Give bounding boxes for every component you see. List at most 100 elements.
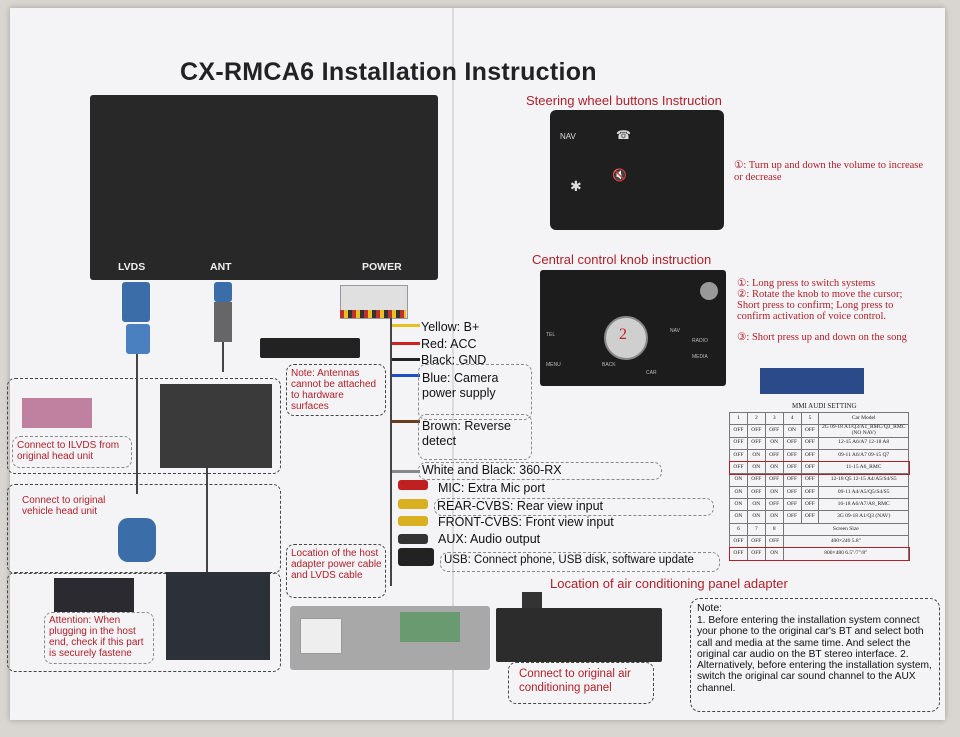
- front-cvbs-plug: [398, 516, 428, 526]
- mmi-cell: 16-18 A6/A7/A8_RMC: [818, 498, 909, 512]
- mmi-cell: OFF: [800, 461, 820, 475]
- mmi-cell: OFF: [782, 510, 802, 524]
- attention-note: Attention: When plugging in the host end…: [49, 615, 144, 659]
- mmi-cell: 3G 09-18 A1/Q3 (NAV): [818, 510, 909, 524]
- mmi-cell: ON: [764, 436, 784, 450]
- mmi-cell: 1: [729, 411, 748, 426]
- usb-plug: [398, 548, 434, 566]
- wire-rear-cvbs-label: REAR-CVBS: Rear view input: [437, 499, 604, 513]
- mmi-cell: 12-15 A6/A7 12-18 A8: [818, 436, 909, 450]
- knob-note-2: ②: Rotate the knob to move the cursor; S…: [737, 289, 903, 322]
- mmi-cell: OFF: [800, 448, 820, 463]
- lvds-female-plug: [22, 398, 92, 428]
- host-wire: [206, 468, 208, 572]
- ant-connector: [214, 282, 232, 302]
- adapter-connector-photo: [166, 572, 270, 660]
- mmi-cell: ON: [782, 424, 802, 438]
- nav-label: NAV: [560, 132, 576, 141]
- btn-menu: MENU: [546, 362, 561, 368]
- ant-wire: [222, 342, 224, 372]
- btn-tel: TEL: [546, 332, 556, 338]
- mmi-cell: OFF: [782, 473, 802, 487]
- voice-icon: ☎: [616, 128, 631, 142]
- orig-head-box: Connect to original vehicle head unit: [7, 484, 281, 574]
- ant-plug: [214, 302, 232, 342]
- page-title: CX-RMCA6 Installation Instruction: [180, 58, 597, 86]
- note-right-text: 1. Before entering the installation syst…: [697, 615, 932, 694]
- btn-car: CAR: [646, 370, 657, 376]
- brown-wire: [392, 420, 420, 423]
- note-right-heading: Note:: [697, 602, 723, 614]
- knob-note-3: ③: Short press up and down on the song: [737, 332, 907, 343]
- attention-box: [7, 572, 281, 672]
- mmi-cell: ON: [746, 498, 766, 512]
- mmi-cell: ON: [729, 485, 748, 500]
- mmi-cell: OFF: [764, 448, 784, 463]
- ac-adapter-photo: [496, 608, 662, 662]
- note-right-box: Note: 1. Before entering the installatio…: [690, 598, 940, 712]
- lvds-head-label-box: Connect to ILVDS from original head unit: [12, 436, 132, 468]
- mmi-cell: OFF: [729, 424, 748, 438]
- host-adapter-fakra: [400, 612, 460, 642]
- mmi-cell: ON: [764, 510, 784, 524]
- mmi-cell: OFF: [746, 534, 766, 549]
- clip-photo: [54, 578, 134, 612]
- mmi-cell: OFF: [800, 473, 820, 487]
- mmi-cell: OFF: [746, 547, 766, 561]
- control-knob: 2: [604, 316, 648, 360]
- mmi-cell: OFF: [729, 448, 748, 463]
- mmi-cell: 800×480 6.5"/7"/8": [782, 547, 910, 561]
- mmi-cell: OFF: [729, 436, 748, 450]
- blue-wire: [392, 374, 420, 377]
- location-note: Location of the host adapter power cable…: [291, 548, 382, 581]
- mmi-cell: ON: [729, 510, 748, 524]
- blue-wire-box: Blue: Camera power supply: [418, 364, 532, 420]
- orig-head-note: Connect to original vehicle head unit: [22, 495, 106, 517]
- rear-cvbs-plug: [398, 499, 428, 509]
- mmi-heading: MMI AUDI SETTING: [792, 402, 857, 410]
- mmi-cell: 8: [764, 522, 784, 536]
- btn-back: BACK: [602, 362, 616, 368]
- white-black-box: White and Black: 360-RX: [418, 462, 662, 480]
- steering-note: ①: Turn up and down the volume to increa…: [734, 160, 924, 183]
- mmi-cell: OFF: [729, 547, 748, 561]
- mmi-cell: OFF: [800, 485, 820, 500]
- mmi-cell: OFF: [800, 436, 820, 450]
- red-wire: [392, 342, 420, 345]
- lvds-head-note: Connect to ILVDS from original head unit: [17, 440, 120, 462]
- dip-switch: [760, 368, 864, 394]
- mmi-cell: OFF: [764, 534, 784, 549]
- mmi-cell: OFF: [782, 485, 802, 500]
- attention-label-box: Attention: When plugging in the host end…: [44, 612, 154, 664]
- ac-connect-box: Connect to original air conditioning pan…: [508, 662, 654, 704]
- mmi-cell: ON: [729, 473, 748, 487]
- knob-photo: 2 MENU BACK CAR RADIO MEDIA TEL NAV: [540, 270, 726, 386]
- location-box: Location of the host adapter power cable…: [286, 544, 386, 598]
- mmi-cell: 11-15 A6_RMC: [818, 461, 909, 475]
- power-label: POWER: [362, 261, 402, 273]
- antenna-module: [260, 338, 360, 358]
- lvds-wire: [136, 354, 138, 494]
- mmi-cell: OFF: [782, 436, 802, 450]
- knob-heading: Central control knob instruction: [532, 252, 712, 267]
- mmi-cell: OFF: [746, 424, 766, 438]
- btn-radio: RADIO: [692, 338, 708, 344]
- asterisk-icon: ✱: [570, 178, 582, 194]
- yellow-wire: [392, 324, 420, 327]
- volume-knob: [700, 282, 718, 300]
- mmi-cell: ON: [746, 510, 766, 524]
- black-wire: [392, 358, 420, 361]
- mmi-cell: 7: [746, 522, 766, 536]
- knob-note-1: ①: Long press to switch systems: [737, 278, 876, 289]
- lvds-label: LVDS: [118, 261, 146, 273]
- mmi-cell: Screen Size: [782, 522, 910, 536]
- mmi-cell: Car Model: [818, 411, 909, 426]
- wire-aux-label: AUX: Audio output: [438, 532, 541, 546]
